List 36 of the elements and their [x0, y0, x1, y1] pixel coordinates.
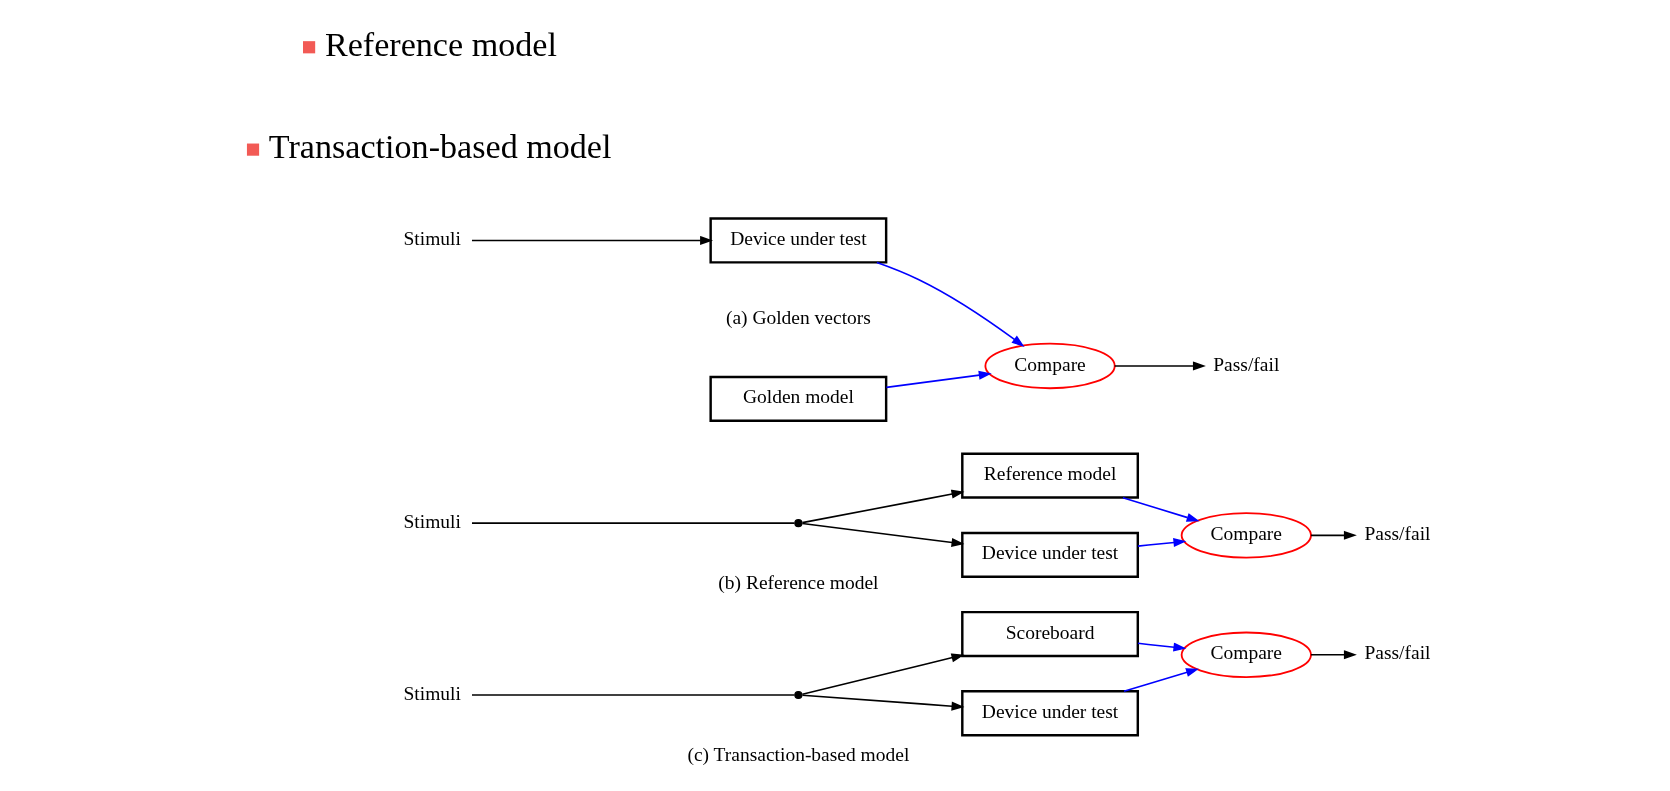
node-box: Scoreboard: [961, 610, 1139, 658]
arrow: [471, 235, 714, 245]
arrow: [1137, 642, 1187, 652]
label: (a) Golden vectors: [725, 307, 871, 329]
node-text: Pass/fail: [1364, 642, 1431, 664]
arrow: [885, 370, 992, 389]
node-text: Stimuli: [403, 228, 461, 250]
node-box: Device under test: [709, 217, 888, 264]
label: Transaction-based model: [268, 128, 612, 166]
label: (c) Transaction-based model: [687, 743, 910, 765]
label: (b) Reference model: [718, 571, 879, 593]
node-box: Golden model: [709, 375, 888, 422]
node-circle: [794, 690, 803, 700]
arrow: [1137, 538, 1187, 548]
node-text: Stimuli: [403, 682, 461, 704]
arrow: [1123, 668, 1199, 693]
node-box: Device under test: [961, 690, 1139, 737]
connector: [471, 694, 796, 696]
node-ellipse: Compare: [984, 342, 1116, 390]
node-circle: [794, 519, 803, 528]
label: Reference model: [324, 25, 557, 63]
arrow: [801, 653, 965, 696]
arrow: [876, 261, 1025, 347]
arrow: [801, 489, 965, 524]
arrow: [801, 694, 965, 711]
node-box: Reference model: [961, 452, 1139, 499]
node-box: Device under test: [961, 531, 1139, 578]
arrow: [1113, 361, 1206, 371]
arrow: [1310, 650, 1357, 660]
node-text: Pass/fail: [1213, 353, 1280, 375]
connector: [471, 522, 796, 524]
arrow: [801, 522, 965, 547]
node-text: Stimuli: [403, 510, 461, 532]
arrow: [1310, 530, 1357, 540]
node-text: Pass/fail: [1364, 522, 1431, 544]
arrow: [1122, 496, 1200, 522]
